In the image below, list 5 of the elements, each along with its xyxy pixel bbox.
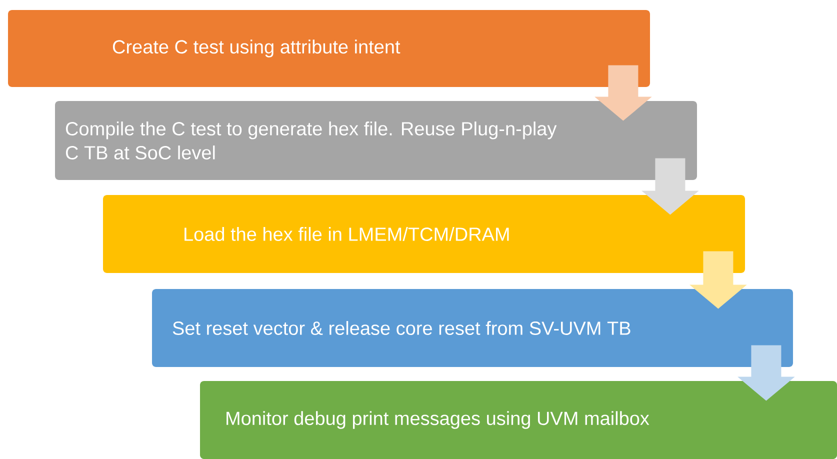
step-box: Monitor debug print messages using UVM mailbox bbox=[200, 381, 837, 459]
step-box: Set reset vector & release core reset from SV-UVM TB bbox=[152, 289, 793, 367]
step-box: Load the hex file in LMEM/TCM/DRAM bbox=[103, 195, 745, 273]
step-box: Compile the C test to generate hex file. Reuse Plug-n-play C TB at SoC level bbox=[55, 101, 697, 180]
step-box: Create C test using attribute intent bbox=[8, 10, 650, 87]
